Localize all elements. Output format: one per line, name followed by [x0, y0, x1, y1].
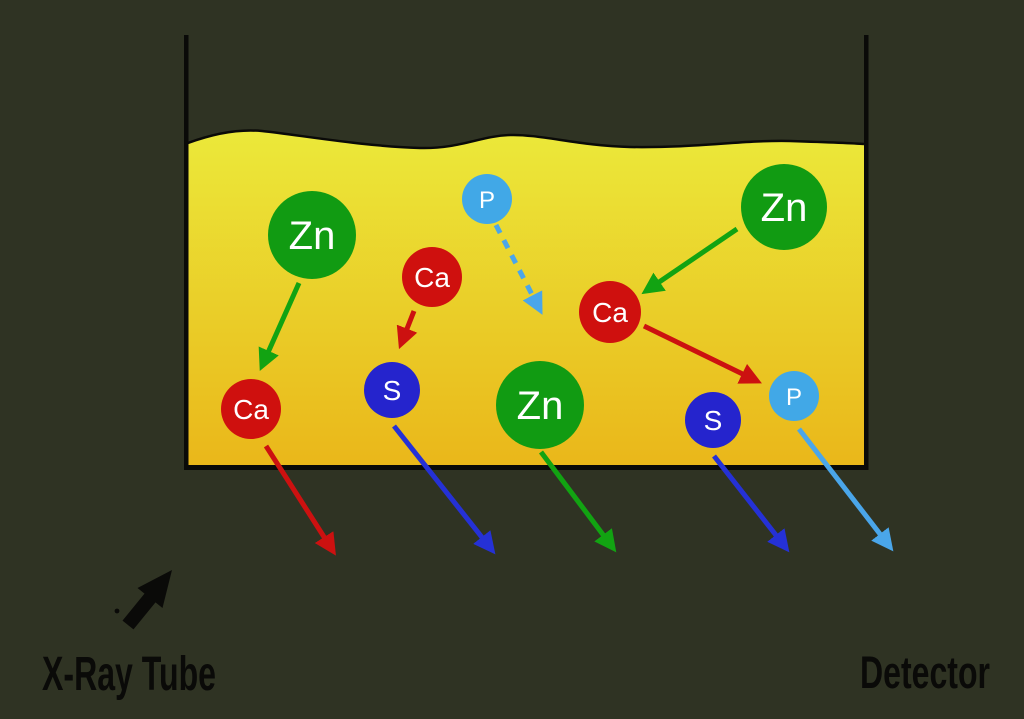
- atom-circle: [579, 281, 641, 343]
- atom-zn-upper-left: Zn: [268, 191, 356, 279]
- emitted-arrow-zn: [539, 450, 617, 553]
- atom-ca-center: Ca: [579, 281, 641, 343]
- arrow-ca-to-p-right: [642, 323, 762, 384]
- emitted-arrow-s-left: [392, 424, 496, 555]
- atom-p-lower-right: P: [769, 371, 819, 421]
- atom-zn-upper-right: Zn: [741, 164, 827, 250]
- atom-circle: [364, 362, 420, 418]
- atom-symbol: P: [786, 384, 802, 411]
- emitted-arrow-ca: [263, 444, 336, 556]
- emitted-arrow-p: [797, 427, 894, 552]
- atom-circle: [268, 191, 356, 279]
- atom-ca-lower-left: Ca: [221, 379, 281, 439]
- atom-symbol: Zn: [517, 384, 564, 428]
- atom-circle: [402, 247, 462, 307]
- arrow-ca-to-s-left: [396, 310, 418, 350]
- atom-circle: [769, 371, 819, 421]
- xray-tube-label: X-Ray Tube: [42, 648, 216, 701]
- emitted-arrow-s-right: [712, 454, 790, 553]
- container-right-wall: [864, 35, 869, 470]
- arrow-zn-to-ca-right: [641, 226, 739, 295]
- atom-symbol: Ca: [414, 262, 450, 293]
- xray-beam: [114, 570, 172, 630]
- atom-symbol: Ca: [592, 297, 628, 328]
- atom-circle: [741, 164, 827, 250]
- atom-circle: [685, 392, 741, 448]
- liquid-surface-line: [187, 129, 865, 150]
- atom-symbol: Zn: [761, 186, 808, 230]
- atom-symbol: S: [383, 375, 402, 406]
- atom-p-top: P: [462, 174, 512, 224]
- atoms: Zn Ca P Zn Ca Ca S Zn: [221, 164, 827, 449]
- atom-symbol: Ca: [233, 394, 269, 425]
- atom-circle: [221, 379, 281, 439]
- container-left-wall: [184, 35, 189, 470]
- atom-ca-upper: Ca: [402, 247, 462, 307]
- atom-symbol: P: [479, 187, 495, 214]
- atom-circle: [462, 174, 512, 224]
- atom-zn-lower-center: Zn: [496, 361, 584, 449]
- atom-circle: [496, 361, 584, 449]
- xray-beam-dot: [114, 608, 120, 614]
- atom-symbol: S: [704, 405, 723, 436]
- internal-arrows: [258, 223, 762, 384]
- container: [184, 35, 869, 470]
- emitted-arrows: [263, 424, 894, 556]
- arrow-zn-to-ca-left: [258, 281, 302, 372]
- detector-label: Detector: [860, 647, 990, 698]
- atom-symbol: Zn: [289, 214, 336, 258]
- container-bottom: [184, 465, 868, 470]
- atom-s-right: S: [685, 392, 741, 448]
- atom-s-left: S: [364, 362, 420, 418]
- xray-beam-arrow-icon: [122, 570, 172, 630]
